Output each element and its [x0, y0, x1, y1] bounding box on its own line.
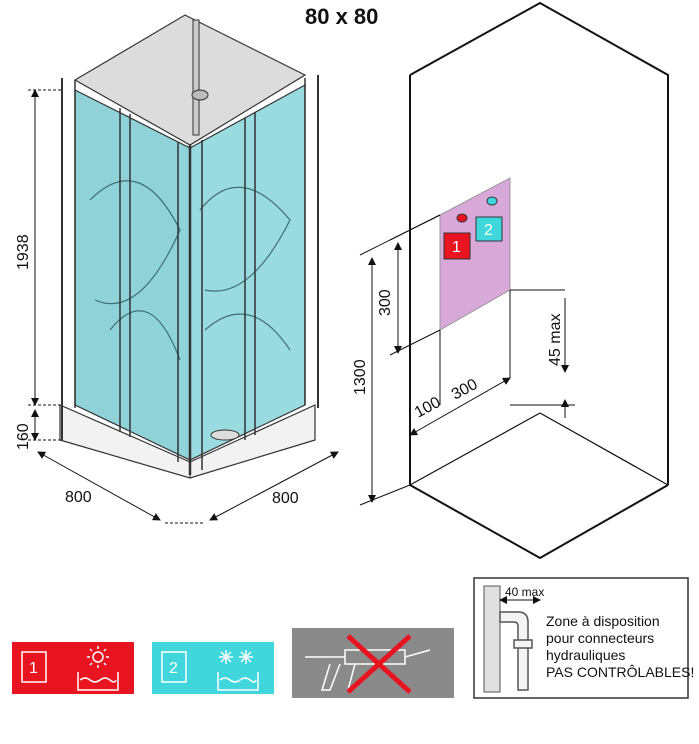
left-dimensions: 1938 160 800 800: [15, 89, 339, 524]
dim-300-vertical: 300: [377, 289, 394, 316]
hot-connector-box: [443, 232, 471, 260]
wall-corner: 1 2: [409, 1, 669, 560]
no-silicone-sign: [292, 628, 454, 698]
hot-connector-number: 1: [452, 239, 461, 256]
note-line-3: hydrauliques: [546, 647, 625, 663]
cold-connector-box: [475, 216, 503, 242]
sun-icon: [87, 646, 109, 668]
cold-water-legend: 2: [152, 642, 274, 694]
dim-1938: 1938: [15, 234, 32, 270]
size-title: 80 x 80: [305, 4, 378, 29]
dim-800-left: 800: [65, 489, 92, 506]
dim-800-right: 800: [272, 490, 299, 507]
water-icon: [217, 672, 259, 691]
dim-1300: 1300: [352, 359, 369, 395]
note-line-2: pour connecteurs: [546, 630, 654, 646]
caulking-gun-icon: [305, 649, 431, 691]
dim-45-max: 45 max: [547, 314, 564, 366]
cold-pipe-icon: [486, 196, 498, 206]
dim-160: 160: [15, 423, 32, 450]
cold-legend-number: 2: [169, 660, 178, 677]
connector-note-box: 40 max Zone à disposition pour connecteu…: [473, 577, 694, 699]
dim-100: 100: [412, 394, 444, 422]
note-line-4: PAS CONTRÔLABLES!: [546, 664, 694, 680]
pipe-elbow-icon: [499, 611, 533, 691]
snowflake-icon: [219, 650, 253, 664]
prohibited-cross-icon: [346, 634, 412, 694]
water-icon: [77, 672, 119, 691]
cold-connector-number: 2: [484, 222, 493, 239]
clearance-label: 40 max: [505, 585, 544, 599]
hot-legend-number: 1: [29, 660, 38, 677]
hot-pipe-icon: [456, 213, 468, 223]
note-line-1: Zone à disposition: [546, 613, 660, 629]
hot-water-legend: 1: [12, 642, 134, 694]
shower-cabin: [59, 14, 319, 479]
dim-300-horizontal: 300: [449, 376, 481, 404]
